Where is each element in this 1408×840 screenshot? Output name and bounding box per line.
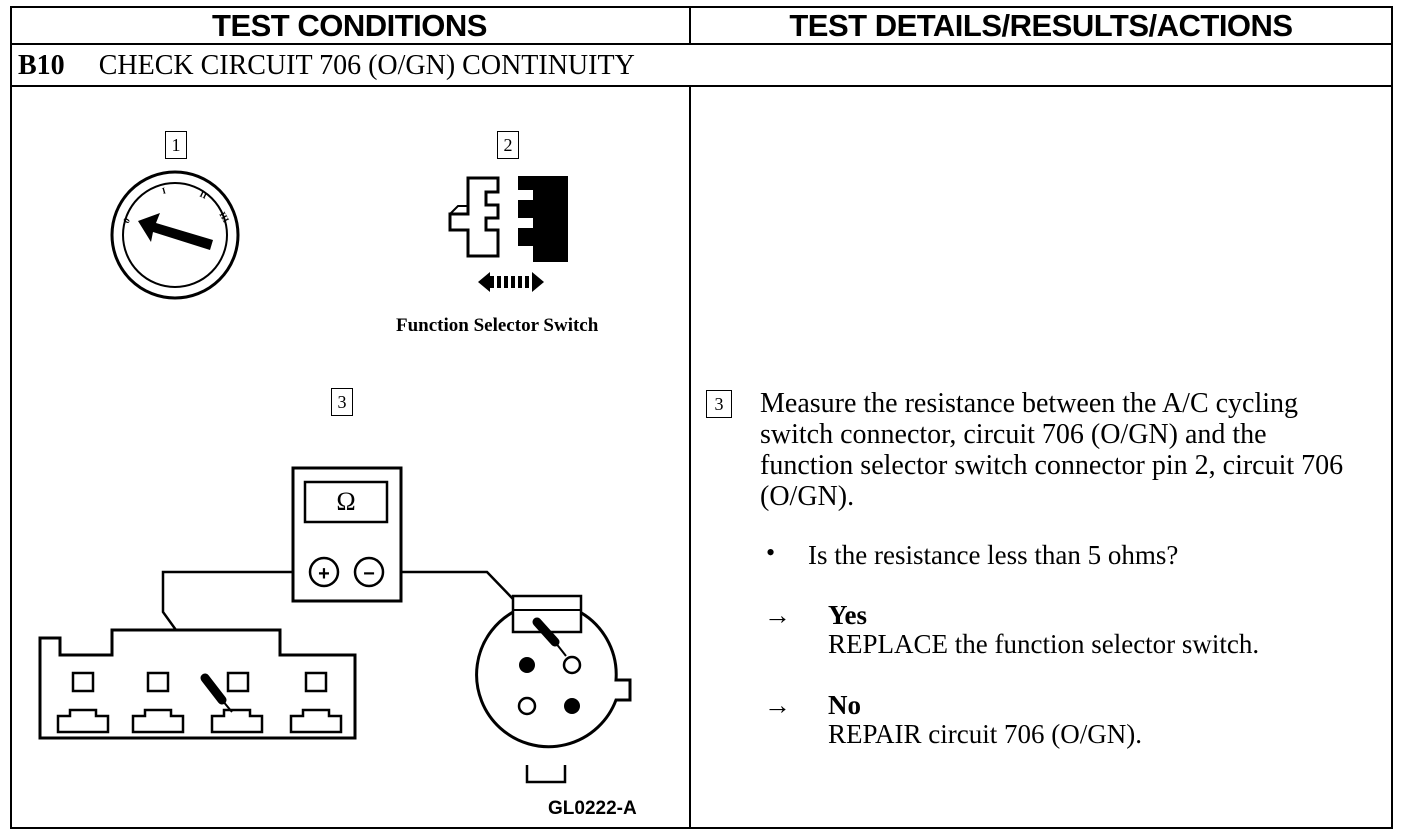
figure-number-3: 3	[331, 388, 353, 416]
no-action: REPAIR circuit 706 (O/GN).	[828, 719, 1142, 749]
no-arrow: →	[764, 690, 791, 720]
cycling-switch-connector-icon	[38, 628, 357, 740]
step-divider	[10, 85, 1393, 87]
step-id: B10	[18, 50, 65, 81]
meter-plus-terminal: +	[318, 563, 330, 585]
no-label: No	[828, 690, 861, 720]
left-column-header: TEST CONDITIONS	[212, 8, 487, 43]
table-frame	[10, 6, 1393, 829]
step-title: CHECK CIRCUIT 706 (O/GN) CONTINUITY	[98, 50, 635, 81]
function-selector-caption: Function Selector Switch	[396, 315, 599, 336]
function-selector-connector-icon	[475, 594, 632, 784]
yes-label: Yes	[828, 600, 867, 630]
ignition-pos-2: II	[198, 189, 209, 201]
yes-arrow: →	[764, 600, 791, 630]
details-step-number: 3	[706, 390, 732, 418]
ohmmeter-icon	[291, 466, 403, 603]
ignition-switch-icon: 0 I II III	[110, 170, 240, 300]
figure-code: GL0222-A	[548, 798, 637, 819]
ignition-pos-1: I	[161, 185, 167, 196]
figure-number-1: 1	[165, 131, 187, 159]
connector-disconnect-icon	[448, 176, 568, 292]
right-column-header: TEST DETAILS/RESULTS/ACTIONS	[789, 8, 1293, 43]
body-column-divider	[689, 86, 691, 828]
ignition-pos-3: III	[217, 210, 231, 225]
step-heading: B10 CHECK CIRCUIT 706 (O/GN) CONTINUITY	[18, 46, 635, 86]
meter-minus-terminal: −	[363, 563, 375, 585]
ignition-pos-0: 0	[121, 216, 132, 225]
figure-number-2: 2	[497, 131, 519, 159]
question-text: Is the resistance less than 5 ohms?	[808, 540, 1179, 570]
question-bullet: •	[766, 538, 776, 567]
header-divider	[10, 43, 1393, 45]
instruction-text: Measure the resistance between the A/C c…	[760, 388, 1344, 512]
meter-ohm-symbol: Ω	[336, 487, 355, 516]
header-column-divider	[689, 6, 691, 44]
yes-action: REPLACE the function selector switch.	[828, 629, 1260, 659]
